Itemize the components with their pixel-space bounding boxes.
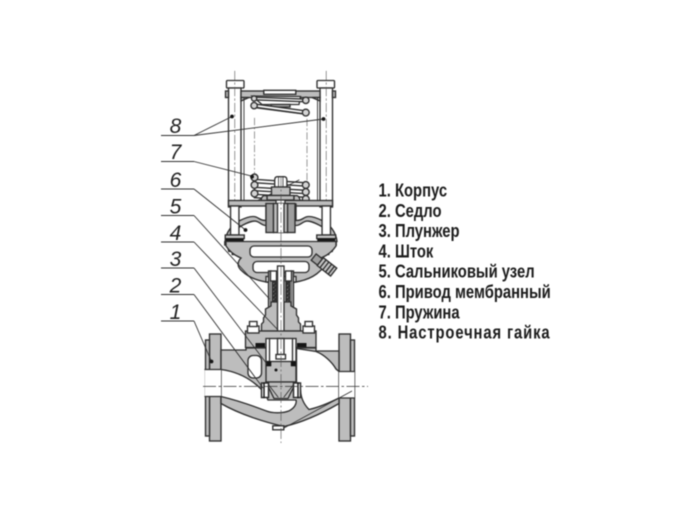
svg-text:5. Сальниковый узел: 5. Сальниковый узел	[379, 261, 535, 282]
svg-text:4: 4	[170, 222, 182, 245]
svg-text:6: 6	[170, 169, 182, 192]
svg-text:8. Настроечная гайка: 8. Настроечная гайка	[379, 322, 551, 343]
svg-text:7. Пружина: 7. Пружина	[379, 302, 461, 323]
svg-text:1: 1	[170, 301, 182, 324]
svg-text:5: 5	[170, 196, 182, 219]
svg-text:2. Седло: 2. Седло	[379, 200, 442, 221]
svg-text:1. Корпус: 1. Корпус	[379, 180, 448, 201]
svg-text:3. Плунжер: 3. Плунжер	[379, 221, 460, 242]
svg-text:6. Привод мембранный: 6. Привод мембранный	[379, 281, 551, 302]
svg-text:4. Шток: 4. Шток	[379, 241, 434, 262]
svg-text:8: 8	[170, 115, 182, 138]
svg-text:2: 2	[169, 275, 182, 298]
svg-text:7: 7	[170, 141, 183, 164]
svg-text:3: 3	[170, 248, 182, 271]
